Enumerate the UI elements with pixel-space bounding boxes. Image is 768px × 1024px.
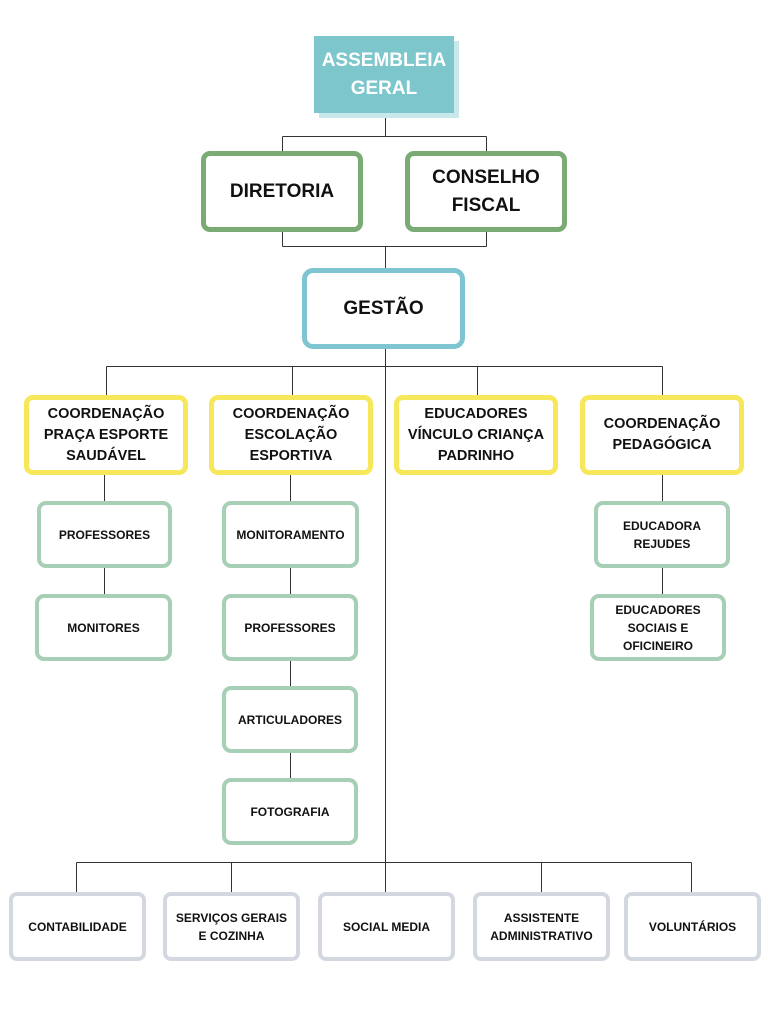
support-label-4: ASSISTENTE ADMINISTRATIVO [490,910,593,943]
child-label-2-2: PROFESSORES [244,620,336,635]
support-label-5: VOLUNTÁRIOS [648,919,737,934]
gestao-box: GESTÃO [302,268,465,349]
child-box-2-2: PROFESSORES [222,594,358,661]
coordination-box-3: EDUCADORES VÍNCULO CRIANÇA PADRINHO [394,395,558,475]
support-box-1: CONTABILIDADE [9,892,146,961]
child-label-4-2: EDUCADORES SOCIAIS E OFICINEIRO [615,602,701,653]
coordination-box-2: COORDENAÇÃO ESCOLAÇÃO ESPORTIVA [209,395,373,475]
support-label-2: SERVIÇOS GERAIS E COZINHA [175,910,288,943]
child-label-2-4: FOTOGRAFIA [250,804,330,819]
coordination-box-4: COORDENAÇÃO PEDAGÓGICA [580,395,744,475]
conselho-fiscal-label: CONSELHO FISCAL [432,166,540,216]
child-box-2-1: MONITORAMENTO [222,501,359,568]
support-box-4: ASSISTENTE ADMINISTRATIVO [473,892,610,961]
support-box-5: VOLUNTÁRIOS [624,892,761,961]
child-label-2-3: ARTICULADORES [238,712,342,727]
support-label-3: SOCIAL MEDIA [342,919,431,934]
support-box-2: SERVIÇOS GERAIS E COZINHA [163,892,300,961]
child-box-4-1: EDUCADORA REJUDES [594,501,730,568]
diretoria-box: DIRETORIA [201,151,363,232]
connector-coordination-bus [106,366,663,396]
support-box-3: SOCIAL MEDIA [318,892,455,961]
child-box-2-4: FOTOGRAFIA [222,778,358,845]
child-box-1-2: MONITORES [35,594,172,661]
assembleia-geral-box: ASSEMBLEIA GERAL [314,36,454,113]
gestao-label: GESTÃO [343,297,424,319]
connector-board-gestao [282,230,487,268]
coordination-label-2: COORDENAÇÃO ESCOLAÇÃO ESPORTIVA [232,405,350,464]
coordination-label-4: COORDENAÇÃO PEDAGÓGICA [603,416,721,453]
conselho-fiscal-box: CONSELHO FISCAL [405,151,567,232]
connector-top-board [282,118,487,152]
coordination-label-3: EDUCADORES VÍNCULO CRIANÇA PADRINHO [407,405,545,464]
child-label-1-2: MONITORES [67,620,140,635]
support-label-1: CONTABILIDADE [28,919,127,934]
coordination-box-1: COORDENAÇÃO PRAÇA ESPORTE SAUDÁVEL [24,395,188,475]
diretoria-label: DIRETORIA [229,180,335,202]
coordination-label-1: COORDENAÇÃO PRAÇA ESPORTE SAUDÁVEL [43,405,169,464]
connector-support-bus [76,862,692,893]
child-label-1-1: PROFESSORES [58,527,151,542]
child-label-4-1: EDUCADORA REJUDES [623,518,701,551]
child-box-2-3: ARTICULADORES [222,686,358,753]
child-box-1-1: PROFESSORES [37,501,172,568]
child-label-2-1: MONITORAMENTO [236,527,345,542]
assembleia-geral-label: ASSEMBLEIA GERAL [321,49,447,99]
child-box-4-2: EDUCADORES SOCIAIS E OFICINEIRO [590,594,726,661]
